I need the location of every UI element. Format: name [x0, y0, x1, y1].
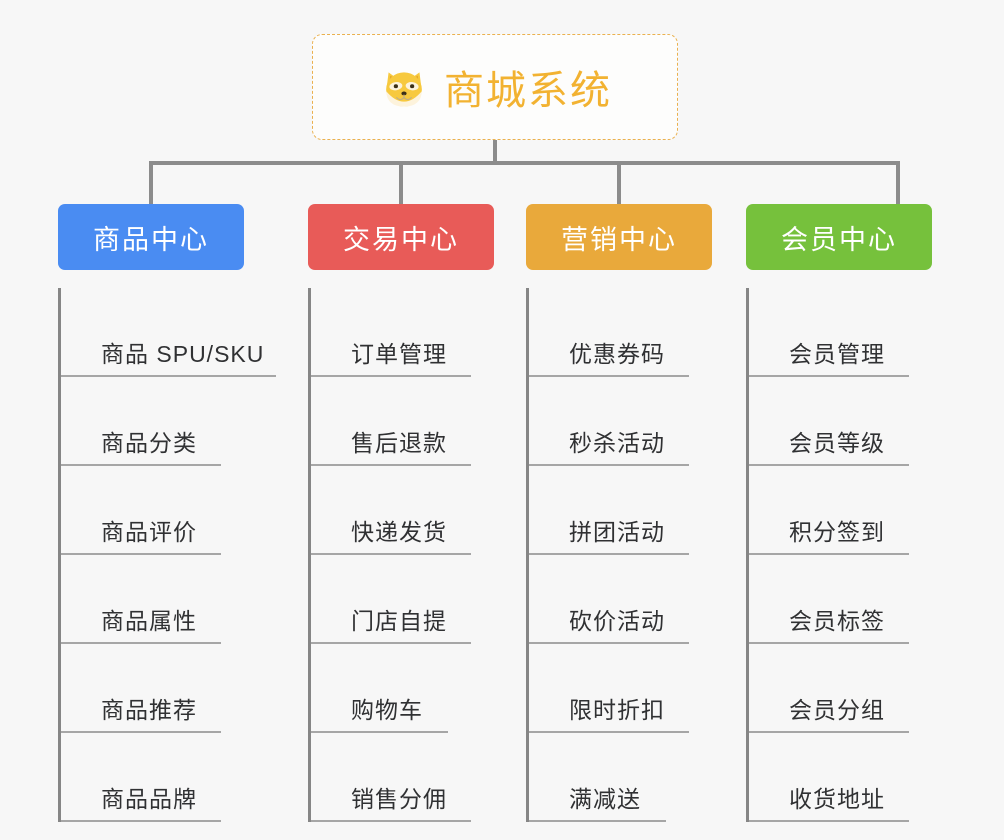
list-item[interactable]: 商品推荐	[61, 644, 246, 733]
category-label: 营销中心	[561, 224, 677, 255]
list-item-label: 商品品牌	[101, 786, 197, 812]
list-item-label: 购物车	[351, 697, 423, 723]
list-item[interactable]: 会员等级	[749, 377, 934, 466]
list-item-label: 收货地址	[789, 786, 885, 812]
column-member-center: 会员中心 会员管理 会员等级 积分签到 会员标签 会员分组	[746, 204, 934, 822]
category-header-member-center[interactable]: 会员中心	[746, 204, 932, 270]
leaf-underline	[749, 642, 909, 644]
leaf-underline	[311, 642, 471, 644]
list-item[interactable]: 秒杀活动	[529, 377, 714, 466]
leaf-underline	[311, 731, 448, 733]
leaf-underline	[61, 464, 221, 466]
connector-drop-member-center	[896, 161, 900, 205]
leaf-underline	[311, 553, 471, 555]
leaf-list-product-center: 商品 SPU/SKU 商品分类 商品评价 商品属性 商品推荐 商品品牌	[58, 288, 276, 822]
list-item-label: 优惠券码	[569, 341, 665, 367]
list-item-label: 门店自提	[351, 608, 447, 634]
list-item-label: 销售分佣	[351, 786, 447, 812]
list-item[interactable]: 售后退款	[311, 377, 496, 466]
list-item-label: 砍价活动	[569, 608, 665, 634]
list-item[interactable]: 优惠券码	[529, 288, 714, 377]
list-item[interactable]: 购物车	[311, 644, 496, 733]
list-item[interactable]: 商品分类	[61, 377, 246, 466]
list-item-label: 商品分类	[101, 430, 197, 456]
leaf-underline	[61, 642, 221, 644]
leaf-underline	[61, 820, 221, 822]
list-item-label: 商品评价	[101, 519, 197, 545]
list-item-label: 拼团活动	[569, 519, 665, 545]
list-item[interactable]: 砍价活动	[529, 555, 714, 644]
root-node[interactable]: 商城系统	[312, 34, 678, 140]
leaf-underline	[749, 553, 909, 555]
leaf-underline	[529, 375, 689, 377]
leaf-underline	[61, 731, 221, 733]
list-item-label: 快递发货	[351, 519, 447, 545]
list-item[interactable]: 门店自提	[311, 555, 496, 644]
list-item[interactable]: 满减送	[529, 733, 714, 822]
list-item-label: 会员管理	[789, 341, 885, 367]
category-header-product-center[interactable]: 商品中心	[58, 204, 244, 270]
leaf-list-trade-center: 订单管理 售后退款 快递发货 门店自提 购物车 销售分佣	[308, 288, 496, 822]
list-item[interactable]: 积分签到	[749, 466, 934, 555]
connector-drop-trade-center	[399, 161, 403, 205]
connector-drop-marketing-center	[617, 161, 621, 205]
list-item-label: 秒杀活动	[569, 430, 665, 456]
leaf-underline	[311, 820, 471, 822]
list-item[interactable]: 拼团活动	[529, 466, 714, 555]
list-item[interactable]: 销售分佣	[311, 733, 496, 822]
list-item-label: 会员分组	[789, 697, 885, 723]
list-item[interactable]: 商品 SPU/SKU	[61, 288, 276, 377]
list-item-label: 会员标签	[789, 608, 885, 634]
root-label: 商城系统	[444, 69, 612, 113]
category-label: 会员中心	[781, 224, 897, 255]
list-item[interactable]: 商品评价	[61, 466, 246, 555]
column-trade-center: 交易中心 订单管理 售后退款 快递发货 门店自提 购物车	[308, 204, 496, 822]
leaf-underline	[311, 375, 471, 377]
list-item[interactable]: 限时折扣	[529, 644, 714, 733]
list-item-label: 商品属性	[101, 608, 197, 634]
list-item[interactable]: 会员分组	[749, 644, 934, 733]
list-item[interactable]: 会员标签	[749, 555, 934, 644]
connector-horizontal-bar	[150, 161, 900, 165]
connector-root-stem	[493, 140, 497, 164]
list-item-label: 售后退款	[351, 430, 447, 456]
list-item[interactable]: 订单管理	[311, 288, 496, 377]
column-product-center: 商品中心 商品 SPU/SKU 商品分类 商品评价 商品属性 商品推荐	[58, 204, 276, 822]
leaf-underline	[311, 464, 471, 466]
leaf-underline	[61, 553, 221, 555]
leaf-underline	[749, 464, 909, 466]
list-item[interactable]: 商品品牌	[61, 733, 246, 822]
list-item[interactable]: 商品属性	[61, 555, 246, 644]
leaf-underline	[529, 553, 689, 555]
leaf-underline	[749, 820, 909, 822]
list-item[interactable]: 收货地址	[749, 733, 934, 822]
list-item-label: 积分签到	[789, 519, 885, 545]
category-label: 商品中心	[93, 224, 209, 255]
leaf-list-member-center: 会员管理 会员等级 积分签到 会员标签 会员分组 收货地址	[746, 288, 934, 822]
connector-drop-product-center	[149, 161, 153, 205]
leaf-underline	[749, 375, 909, 377]
shiba-dog-face-icon	[378, 61, 430, 113]
category-label: 交易中心	[343, 224, 459, 255]
leaf-underline	[529, 642, 689, 644]
list-item-label: 限时折扣	[569, 697, 665, 723]
column-marketing-center: 营销中心 优惠券码 秒杀活动 拼团活动 砍价活动 限时折扣	[526, 204, 714, 822]
category-header-marketing-center[interactable]: 营销中心	[526, 204, 712, 270]
list-item[interactable]: 快递发货	[311, 466, 496, 555]
leaf-underline	[749, 731, 909, 733]
leaf-underline	[529, 464, 689, 466]
leaf-list-marketing-center: 优惠券码 秒杀活动 拼团活动 砍价活动 限时折扣 满减送	[526, 288, 714, 822]
list-item-label: 会员等级	[789, 430, 885, 456]
list-item-label: 商品推荐	[101, 697, 197, 723]
leaf-underline	[529, 820, 666, 822]
leaf-underline	[529, 731, 689, 733]
list-item-label: 商品 SPU/SKU	[101, 341, 265, 367]
leaf-underline	[61, 375, 276, 377]
list-item[interactable]: 会员管理	[749, 288, 934, 377]
category-header-trade-center[interactable]: 交易中心	[308, 204, 494, 270]
list-item-label: 满减送	[569, 786, 641, 812]
list-item-label: 订单管理	[351, 341, 447, 367]
